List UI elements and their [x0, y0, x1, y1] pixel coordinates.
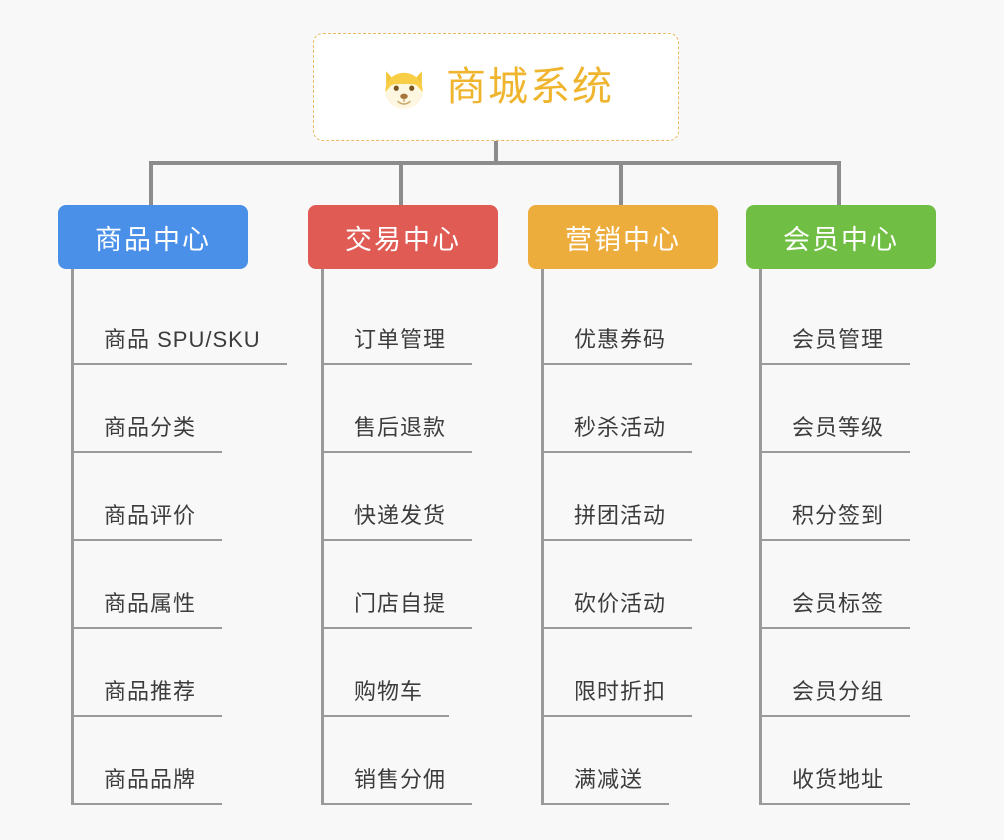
leaf-label: 商品推荐 [74, 674, 223, 717]
leaf-label: 会员等级 [762, 410, 911, 453]
leaf-label: 会员标签 [762, 586, 911, 629]
list-item[interactable]: 会员标签 [762, 541, 936, 629]
list-item[interactable]: 商品评价 [74, 453, 248, 541]
list-item[interactable]: 门店自提 [324, 541, 498, 629]
root-node[interactable]: 商城系统 [313, 33, 679, 141]
branch-column-2: 交易中心 订单管理 售后退款 快递发货 门店自提 购物车 销售分佣 [308, 205, 498, 805]
leaf-label: 商品评价 [74, 498, 223, 541]
leaf-label: 商品分类 [74, 410, 223, 453]
list-item[interactable]: 会员等级 [762, 365, 936, 453]
leaf-label: 满减送 [544, 762, 670, 805]
list-item[interactable]: 售后退款 [324, 365, 498, 453]
list-item[interactable]: 会员管理 [762, 277, 936, 365]
leaf-label: 销售分佣 [324, 762, 473, 805]
list-item[interactable]: 优惠券码 [544, 277, 718, 365]
leaf-label: 会员管理 [762, 322, 911, 365]
leaf-label: 砍价活动 [544, 586, 693, 629]
list-item[interactable]: 商品品牌 [74, 717, 248, 805]
leaf-label: 商品属性 [74, 586, 223, 629]
list-item[interactable]: 收货地址 [762, 717, 936, 805]
branch-header-4[interactable]: 会员中心 [746, 205, 936, 269]
connector-root-stem [494, 141, 498, 163]
leaf-label: 购物车 [324, 674, 450, 717]
branch-header-1[interactable]: 商品中心 [58, 205, 248, 269]
list-item[interactable]: 积分签到 [762, 453, 936, 541]
leaf-label: 收货地址 [762, 762, 911, 805]
leaf-label: 商品品牌 [74, 762, 223, 805]
leaf-label: 售后退款 [324, 410, 473, 453]
connector-drop-4 [837, 163, 841, 207]
leaf-label: 拼团活动 [544, 498, 693, 541]
connector-horizontal-bus [149, 161, 841, 165]
list-item[interactable]: 会员分组 [762, 629, 936, 717]
list-item[interactable]: 商品属性 [74, 541, 248, 629]
branch-items-4: 会员管理 会员等级 积分签到 会员标签 会员分组 收货地址 [759, 269, 936, 805]
leaf-label: 订单管理 [324, 322, 473, 365]
branch-column-3: 营销中心 优惠券码 秒杀活动 拼团活动 砍价活动 限时折扣 满减送 [528, 205, 718, 805]
list-item[interactable]: 满减送 [544, 717, 718, 805]
shiba-dog-face-icon [378, 63, 430, 115]
leaf-label: 优惠券码 [544, 322, 693, 365]
list-item[interactable]: 商品推荐 [74, 629, 248, 717]
list-item[interactable]: 拼团活动 [544, 453, 718, 541]
leaf-label: 快递发货 [324, 498, 473, 541]
list-item[interactable]: 商品 SPU/SKU [74, 277, 287, 365]
leaf-label: 积分签到 [762, 498, 911, 541]
branch-items-2: 订单管理 售后退款 快递发货 门店自提 购物车 销售分佣 [321, 269, 498, 805]
leaf-label: 商品 SPU/SKU [74, 322, 287, 365]
branch-header-3[interactable]: 营销中心 [528, 205, 718, 269]
leaf-label: 门店自提 [324, 586, 473, 629]
leaf-label: 会员分组 [762, 674, 911, 717]
branch-header-2[interactable]: 交易中心 [308, 205, 498, 269]
list-item[interactable]: 快递发货 [324, 453, 498, 541]
list-item[interactable]: 销售分佣 [324, 717, 498, 805]
branch-items-3: 优惠券码 秒杀活动 拼团活动 砍价活动 限时折扣 满减送 [541, 269, 718, 805]
list-item[interactable]: 砍价活动 [544, 541, 718, 629]
list-item[interactable]: 购物车 [324, 629, 498, 717]
list-item[interactable]: 秒杀活动 [544, 365, 718, 453]
connector-drop-3 [619, 163, 623, 207]
branch-items-1: 商品 SPU/SKU 商品分类 商品评价 商品属性 商品推荐 商品品牌 [71, 269, 287, 805]
leaf-label: 限时折扣 [544, 674, 693, 717]
list-item[interactable]: 限时折扣 [544, 629, 718, 717]
branch-column-4: 会员中心 会员管理 会员等级 积分签到 会员标签 会员分组 收货地址 [746, 205, 936, 805]
list-item[interactable]: 订单管理 [324, 277, 498, 365]
list-item[interactable]: 商品分类 [74, 365, 248, 453]
connector-drop-2 [399, 163, 403, 207]
leaf-label: 秒杀活动 [544, 410, 693, 453]
root-title: 商城系统 [446, 65, 614, 109]
branch-column-1: 商品中心 商品 SPU/SKU 商品分类 商品评价 商品属性 商品推荐 商品品牌 [58, 205, 287, 805]
connector-drop-1 [149, 163, 153, 207]
